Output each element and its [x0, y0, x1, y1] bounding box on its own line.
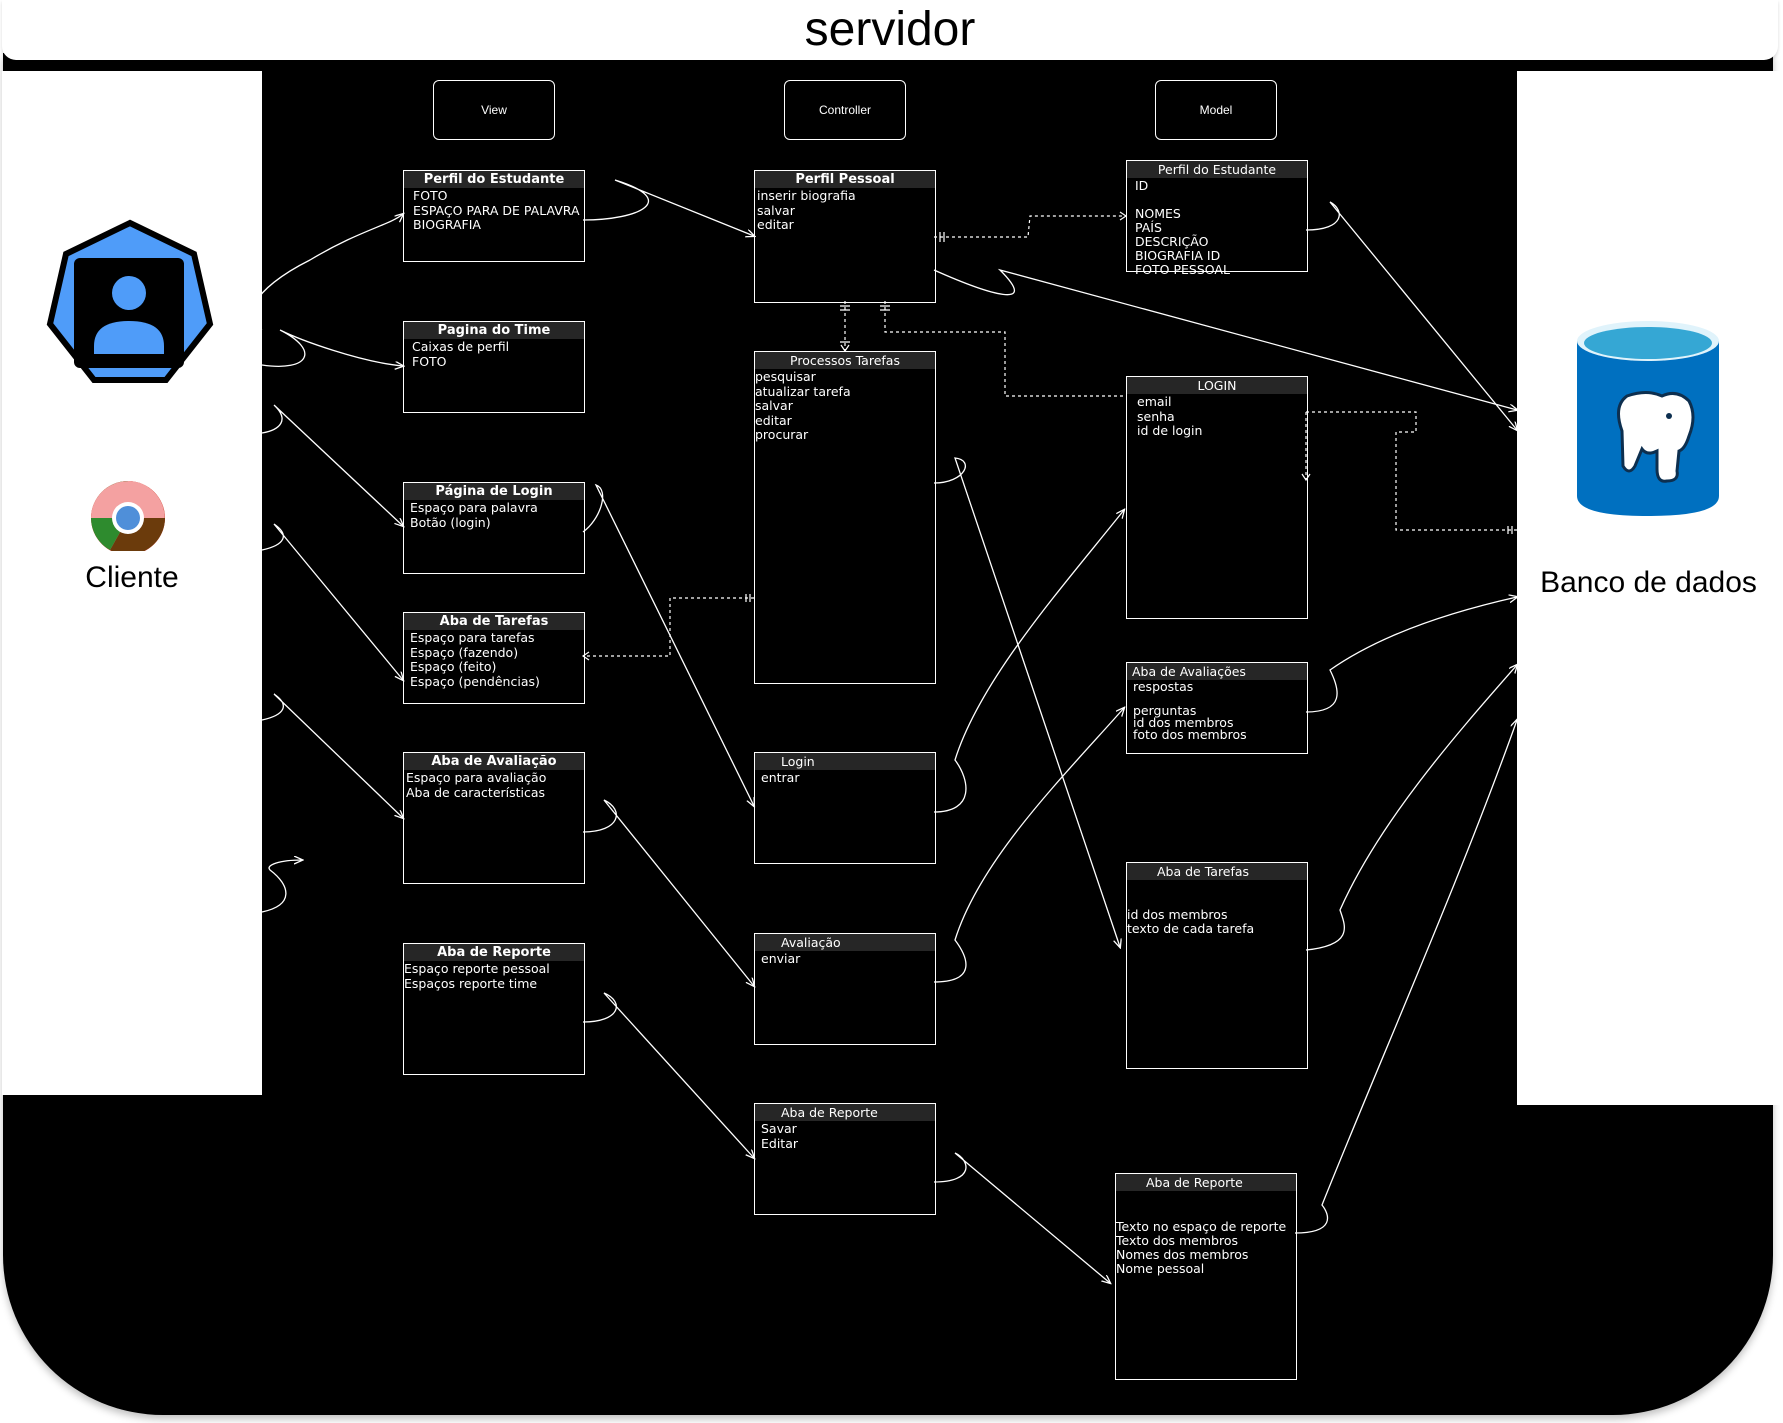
controller-table-aba-reporte[interactable]: Aba de Reporte Savar Editar — [754, 1103, 936, 1215]
controller-table-processos-tarefas[interactable]: Processos Tarefas pesquisar atualizar ta… — [754, 351, 936, 684]
database-icons — [1577, 321, 1719, 516]
table-rows: Espaço reporte pessoal Espaços reporte t… — [404, 961, 550, 991]
table-title: Aba de Tarefas — [1127, 863, 1307, 880]
view-column-header[interactable]: View — [433, 80, 555, 140]
table-rows: respostas perguntas id dos membros foto … — [1133, 679, 1247, 742]
model-table-aba-tarefas[interactable]: Aba de Tarefas id dos membros texto de c… — [1126, 862, 1308, 1069]
table-rows: Savar Editar — [761, 1121, 799, 1151]
table-title: Aba de Tarefas — [404, 613, 584, 630]
view-table-aba-avaliacao[interactable]: Aba de Avaliação Espaço para avaliação A… — [403, 752, 585, 884]
model-table-aba-avaliacoes[interactable]: Aba de Avaliações respostas perguntas id… — [1126, 662, 1308, 754]
table-rows: inserir biografia salvar editar — [757, 188, 856, 232]
table-title: Aba de Reporte — [404, 944, 584, 961]
table-title: Aba de Avaliação — [404, 753, 584, 770]
model-column-header[interactable]: Model — [1155, 80, 1277, 140]
table-rows: FOTO ESPAÇO PARA DE PALAVRA BIOGRAFIA — [413, 188, 580, 232]
database-panel: Banco de dados — [1517, 71, 1780, 1105]
client-panel: Cliente — [2, 71, 262, 1095]
table-title: Aba de Reporte — [1116, 1174, 1296, 1191]
table-rows: Espaço para palavra Botão (login) — [410, 500, 538, 530]
table-title: Login — [755, 753, 935, 770]
chrome-icon — [91, 481, 165, 555]
table-title: LOGIN — [1127, 377, 1307, 394]
table-title: Perfil do Estudante — [1127, 161, 1307, 178]
table-title: Aba de Avaliações — [1127, 663, 1307, 680]
user-profile-icon — [46, 219, 214, 383]
client-label: Cliente — [85, 561, 179, 594]
table-title: Perfil Pessoal — [755, 171, 935, 188]
model-table-login[interactable]: LOGIN email senha id de login — [1126, 376, 1308, 619]
controller-table-login[interactable]: Login entrar — [754, 752, 936, 864]
table-rows: id dos membros texto de cada tarefa — [1127, 907, 1255, 936]
controller-column-header[interactable]: Controller — [784, 80, 906, 140]
table-rows: ID NOMES PAÍS DESCRIÇÃO BIOGRAFIA ID FOT… — [1135, 178, 1230, 277]
table-title: Processos Tarefas — [755, 352, 935, 369]
view-table-perfil-estudante[interactable]: Perfil do Estudante FOTO ESPAÇO PARA DE … — [403, 170, 585, 262]
view-table-aba-tarefas[interactable]: Aba de Tarefas Espaço para tarefas Espaç… — [403, 612, 585, 704]
controller-table-avaliacao[interactable]: Avaliação enviar — [754, 933, 936, 1045]
database-label: Banco de dados — [1540, 566, 1757, 599]
table-rows: entrar — [761, 770, 800, 785]
table-rows: Espaço para avaliação Aba de característ… — [406, 770, 547, 800]
model-table-perfil-estudante[interactable]: Perfil do Estudante ID NOMES PAÍS DESCRI… — [1126, 160, 1308, 277]
postgresql-icon — [1577, 321, 1719, 516]
server-title-bar: servidor — [2, 0, 1778, 60]
view-table-pagina-login[interactable]: Página de Login Espaço para palavra Botã… — [403, 482, 585, 574]
table-title: Perfil do Estudante — [404, 171, 584, 188]
table-rows: Texto no espaço de reporte Texto dos mem… — [1116, 1219, 1287, 1276]
table-rows: email senha id de login — [1137, 394, 1203, 438]
view-table-aba-reporte[interactable]: Aba de Reporte Espaço reporte pessoal Es… — [403, 943, 585, 1075]
controller-table-perfil-pessoal[interactable]: Perfil Pessoal inserir biografia salvar … — [754, 170, 936, 303]
table-title: Página de Login — [404, 483, 584, 500]
client-icons — [46, 219, 214, 555]
table-title: Avaliação — [755, 934, 935, 951]
server-title: servidor — [804, 3, 976, 56]
table-rows: Espaço para tarefas Espaço (fazendo) Esp… — [410, 630, 540, 689]
table-rows: pesquisar atualizar tarefa salvar editar… — [755, 369, 851, 442]
table-rows: enviar — [761, 951, 801, 966]
table-title: Aba de Reporte — [755, 1104, 935, 1121]
model-table-aba-reporte[interactable]: Aba de Reporte Texto no espaço de report… — [1115, 1173, 1297, 1380]
table-rows: Caixas de perfil FOTO — [412, 339, 510, 369]
view-table-pagina-time[interactable]: Pagina do Time Caixas de perfil FOTO — [403, 321, 585, 413]
table-title: Pagina do Time — [404, 322, 584, 339]
